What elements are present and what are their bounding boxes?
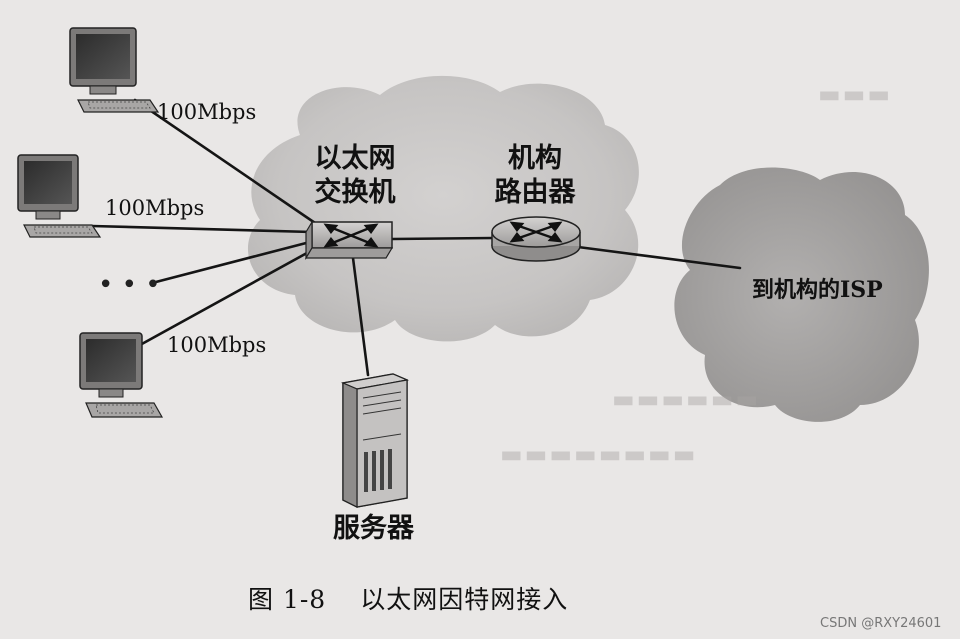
link-router-isp: [576, 245, 742, 270]
figure-caption: 图 1-8 以太网因特网接入: [248, 580, 568, 616]
server-tower-icon: [340, 373, 410, 508]
link-pc1-switch: [133, 98, 320, 227]
bleed-through-texture: ▬▬▬▬▬▬▬▬: [500, 440, 698, 468]
switch-label-line1: 以太网: [314, 143, 396, 174]
switch-label-line2: 交换机: [314, 177, 396, 208]
bleed-through-texture: ▬▬▬: [818, 80, 893, 108]
router-icon: [491, 216, 581, 262]
links: [90, 98, 742, 377]
link-switch-router: [390, 236, 495, 241]
figure-number: 图 1-8: [248, 585, 327, 614]
institution-cloud: [247, 75, 639, 342]
server-label: 服务器: [333, 513, 414, 544]
link-pc2-switch: [90, 224, 314, 234]
isp-cloud: [674, 167, 929, 422]
desktop-computer-icon: [17, 154, 102, 238]
bleed-through-texture: ▬▬▬▬▬▬: [612, 385, 761, 413]
link-speed-label-3: 100Mbps: [167, 333, 267, 357]
more-hosts-ellipsis: • • •: [98, 270, 161, 300]
router-label-line1: 机构: [508, 143, 562, 174]
link-speed-label-1: 100Mbps: [157, 100, 257, 124]
figure-title: 以太网因特网接入: [360, 585, 569, 614]
ethernet-switch-icon: [304, 219, 394, 261]
router-label: 机构 路由器: [484, 142, 586, 210]
watermark: CSDN @RXY24601: [820, 616, 942, 631]
link-ellipsis-switch: [150, 240, 312, 285]
link-pc3-switch: [138, 246, 318, 347]
switch-label: 以太网 交换机: [304, 142, 406, 210]
desktop-computer-icon: [79, 332, 164, 418]
isp-label: 到机构的ISP: [752, 277, 883, 303]
link-server-switch: [351, 256, 370, 377]
router-label-line2: 路由器: [494, 177, 576, 208]
desktop-computer-icon: [69, 27, 160, 113]
link-speed-label-2: 100Mbps: [105, 196, 205, 220]
